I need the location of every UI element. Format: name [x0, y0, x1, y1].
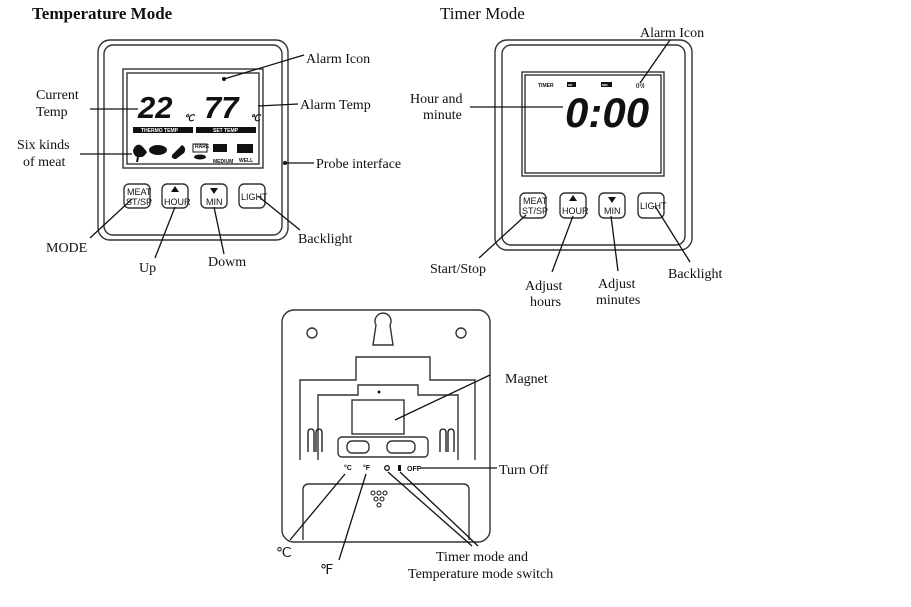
- mode-switch[interactable]: [386, 440, 416, 454]
- timer-mode-icon: [384, 465, 390, 471]
- svg-text:LIGHT: LIGHT: [241, 192, 268, 202]
- svg-text:LIGHT: LIGHT: [640, 201, 667, 211]
- medium-label: MEDIUM: [213, 159, 233, 165]
- up-arrow-icon: [171, 186, 179, 192]
- svg-text:ST/SP: ST/SP: [126, 197, 152, 207]
- hour-minute-label-line2: minute: [423, 108, 462, 123]
- thermo-temp-label: THERMO TEMP: [141, 128, 179, 134]
- speaker-holes: [370, 490, 388, 508]
- mode-switch-label-line2: Temperature mode switch: [408, 567, 553, 582]
- six-kinds-label-line2: of meat: [23, 155, 65, 170]
- turn-off-label: Turn Off: [499, 463, 549, 478]
- svg-text:MIN: MIN: [206, 197, 223, 207]
- fahrenheit-mark: °F: [363, 464, 371, 472]
- time-readout: 0:00: [565, 89, 649, 136]
- alarm-temp-unit: ℃: [250, 113, 262, 123]
- min-label: MIN: [602, 83, 608, 87]
- up-label: Up: [139, 261, 156, 276]
- thermometer-mode-icon: [398, 465, 401, 471]
- start-stop-label: Start/Stop: [430, 262, 486, 277]
- back-device: °C °F OFF: [281, 309, 491, 543]
- current-temp-unit: ℃: [184, 113, 196, 123]
- up-arrow-icon: [569, 195, 577, 201]
- fish-icon: [194, 154, 206, 160]
- beef-medium-icon: [213, 144, 227, 152]
- timer-mode-title: Timer Mode: [440, 4, 525, 23]
- min-down-button[interactable]: MIN: [200, 183, 228, 209]
- svg-text:HOUR: HOUR: [164, 197, 191, 207]
- svg-text:HOUR: HOUR: [562, 206, 589, 216]
- celsius-label: ℃: [276, 546, 292, 561]
- ham-icon: [171, 145, 186, 159]
- beef-well-icon: [237, 144, 253, 153]
- screw-hole: [455, 327, 467, 339]
- meat-st-sp-button[interactable]: MEAT ST/SP: [123, 183, 152, 209]
- current-temp-readout: 22: [137, 90, 172, 125]
- chicken-icon: [133, 144, 147, 162]
- current-temp-label-line1: Current: [36, 88, 79, 103]
- timer-device: TIMER HR MIN ((•)) 0:00 MEAT ST/SP HOUR …: [494, 39, 693, 251]
- rare-label: RARE: [195, 144, 210, 150]
- mode-label: MODE: [46, 241, 87, 256]
- light-button[interactable]: LIGHT: [238, 183, 268, 209]
- down-arrow-icon: [608, 197, 616, 203]
- timer-label: TIMER: [538, 83, 554, 89]
- magnet: [351, 399, 405, 435]
- mode-switch-label-line1: Timer mode and: [436, 550, 528, 565]
- temperature-mode-title: Temperature Mode: [32, 4, 173, 23]
- celsius-mark: °C: [344, 464, 352, 472]
- adjust-hours-label-line2: hours: [530, 295, 561, 310]
- probe-interface-label: Probe interface: [316, 157, 401, 172]
- adjust-hours-label-line1: Adjust: [525, 279, 562, 294]
- svg-text:MIN: MIN: [604, 206, 621, 216]
- set-temp-label: SET TEMP: [213, 128, 239, 134]
- meat-st-sp-button[interactable]: MEAT ST/SP: [519, 192, 548, 219]
- timer-alarm-icon-label: Alarm Icon: [640, 26, 704, 41]
- current-temp-label-line2: Temp: [36, 105, 68, 120]
- light-button[interactable]: LIGHT: [637, 192, 667, 219]
- beef-rare-icon: [192, 143, 208, 153]
- battery-cover: [302, 483, 470, 540]
- hour-up-button[interactable]: HOUR: [559, 192, 589, 219]
- adjust-minutes-label-line1: Adjust: [598, 277, 635, 292]
- alarm-icon: ((•)): [636, 83, 645, 89]
- min-down-button[interactable]: MIN: [598, 192, 626, 219]
- temperature-device: 22 ℃ 77 ℃ THERMO TEMP SET TEMP RARE MEDI…: [97, 39, 289, 241]
- adjust-minutes-label-line2: minutes: [596, 293, 640, 308]
- hr-label: HR: [568, 83, 573, 87]
- hour-minute-label-line1: Hour and: [410, 92, 463, 107]
- meat-icons: RARE MEDIUM WELL: [133, 143, 253, 165]
- timer-backlight-label: Backlight: [668, 267, 723, 282]
- unit-switch[interactable]: [346, 440, 370, 454]
- screw-hole: [306, 327, 318, 339]
- hour-up-button[interactable]: HOUR: [161, 183, 191, 209]
- pig-icon: [149, 145, 167, 155]
- alarm-icon-label: Alarm Icon: [306, 52, 370, 67]
- alarm-temp-label: Alarm Temp: [300, 98, 371, 113]
- backlight-label: Backlight: [298, 232, 353, 247]
- svg-text:MEAT: MEAT: [523, 196, 548, 206]
- down-label: Dowm: [208, 255, 246, 270]
- hanging-hole: [372, 312, 394, 346]
- svg-text:MEAT: MEAT: [127, 187, 152, 197]
- well-label: WELL: [239, 158, 253, 164]
- svg-text:ST/SP: ST/SP: [522, 206, 548, 216]
- six-kinds-label-line1: Six kinds: [17, 138, 70, 153]
- magnet-label: Magnet: [505, 372, 548, 387]
- fahrenheit-label: ℉: [320, 563, 333, 578]
- alarm-temp-readout: 77: [204, 90, 240, 125]
- off-mark: OFF: [407, 466, 422, 473]
- down-arrow-icon: [210, 188, 218, 194]
